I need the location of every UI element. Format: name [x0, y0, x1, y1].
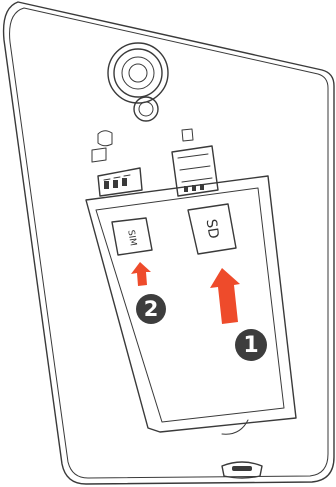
arrow-step-2 [131, 262, 151, 286]
camera-lens-icon [108, 43, 168, 103]
battery-compartment [86, 176, 296, 434]
sim-card-label: SIM [125, 229, 137, 247]
arrow-step-1 [210, 268, 240, 324]
step-number-1: 1 [243, 333, 258, 358]
phone-body [4, 2, 334, 484]
sim-card: SIM [112, 218, 152, 255]
sd-card-label: SD [203, 218, 222, 240]
flash-icon [134, 97, 158, 121]
sd-card: SD [188, 204, 236, 254]
step-badge-2: 2 [136, 294, 166, 324]
step-badge-1: 1 [235, 329, 267, 361]
sd-slot-icon [172, 146, 218, 196]
sim-slot-icon [98, 168, 142, 196]
step-number-2: 2 [144, 297, 159, 321]
usb-port-icon [222, 462, 262, 478]
speaker-component [92, 129, 193, 162]
